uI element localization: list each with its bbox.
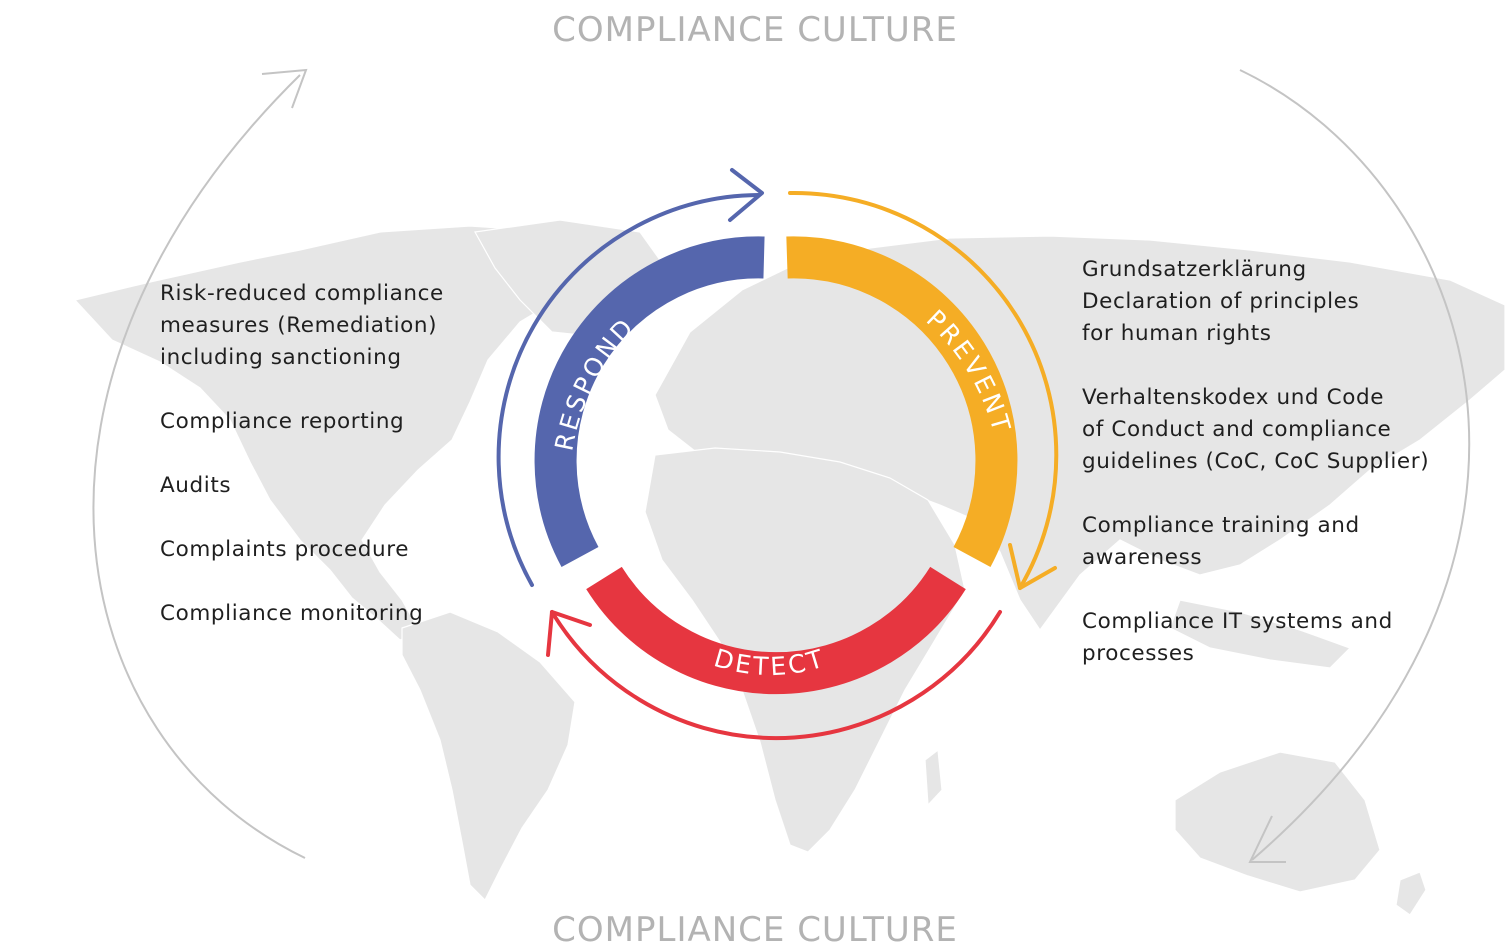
prevent-arrow-head	[1008, 543, 1057, 590]
respond-item: Compliance reporting	[160, 409, 405, 434]
north-america-shape	[73, 225, 612, 641]
prevent-item: Compliance training and awareness	[1082, 513, 1360, 570]
prevent-item: Grundsatzerklärung Declaration of princi…	[1082, 257, 1360, 346]
prevent-item-list: Grundsatzerklärung Declaration of princi…	[1082, 254, 1507, 702]
cycle-arrows	[496, 168, 1059, 741]
detect-arrow	[550, 610, 1002, 741]
respond-item: Complaints procedure	[160, 537, 410, 562]
compliance-culture-title-bottom: COMPLIANCE CULTURE	[552, 910, 958, 950]
respond-segment	[534, 236, 765, 567]
respond-arrow	[496, 193, 760, 587]
prevent-arrow	[788, 190, 1059, 590]
prevent-item: Verhaltenskodex und Code of Conduct and …	[1082, 385, 1430, 474]
detect-arrow-head	[546, 610, 592, 657]
respond-item: Risk-reduced compliance measures (Remedi…	[160, 281, 444, 370]
prevent-segment	[786, 236, 1018, 567]
new-zealand-shape	[1395, 871, 1427, 916]
compliance-culture-title-top: COMPLIANCE CULTURE	[552, 10, 958, 50]
outer-arrow-left	[92, 74, 306, 859]
respond-item-list: Risk-reduced compliance measures (Remedi…	[160, 278, 490, 662]
cycle-ring	[534, 236, 1018, 695]
respond-item: Compliance monitoring	[160, 601, 424, 626]
respond-arrow-head	[728, 168, 764, 222]
prevent-item: Compliance IT systems and processes	[1082, 609, 1393, 666]
outer-culture-arrows	[92, 68, 1471, 863]
outer-arrow-left-head	[261, 68, 308, 109]
south-america-shape	[401, 611, 576, 902]
southeast-asia-shape	[1169, 599, 1352, 669]
outer-arrow-right	[1239, 69, 1471, 861]
respond-item: Audits	[160, 473, 232, 498]
detect-segment	[586, 566, 966, 695]
outer-arrow-right-head	[1248, 815, 1286, 863]
madagascar-shape	[924, 748, 943, 807]
australia-shape	[1174, 751, 1381, 893]
